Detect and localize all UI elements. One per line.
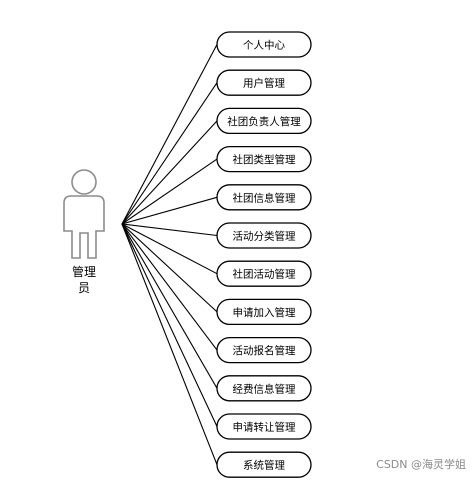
actor-name-line2: 员 [78, 281, 90, 295]
use-case-oval [216, 413, 312, 440]
use-case: 社团活动管理 [216, 260, 312, 287]
association-line [121, 223, 218, 465]
watermark: CSDN @海灵学姐 [376, 458, 466, 471]
use-case: 经费信息管理 [216, 375, 312, 402]
actor-head [71, 169, 97, 195]
association-line [121, 196, 218, 225]
use-case-label: 用户管理 [243, 77, 285, 90]
association-line [121, 44, 218, 225]
use-case: 申请转让管理 [216, 413, 312, 440]
use-case-label: 社团类型管理 [233, 153, 296, 166]
use-case: 申请加入管理 [216, 298, 312, 326]
actor-name-line1: 管理 [72, 264, 96, 279]
use-case-oval [216, 222, 312, 249]
actor: 管理 员 [63, 169, 105, 295]
association-line [121, 82, 218, 225]
association-line [121, 158, 218, 225]
use-case-label: 活动分类管理 [233, 230, 296, 243]
use-case-label: 社团信息管理 [233, 191, 296, 204]
use-case-oval [216, 145, 312, 173]
actor-body [63, 195, 105, 259]
use-case-oval [216, 451, 312, 478]
association-lines [121, 44, 218, 465]
use-case-oval [216, 69, 312, 96]
use-case-oval [216, 336, 312, 364]
association-line [121, 223, 218, 237]
association-line [121, 223, 218, 389]
use-case-label: 社团活动管理 [233, 268, 296, 281]
use-case: 社团类型管理 [216, 145, 312, 173]
use-case-label: 活动报名管理 [233, 344, 296, 357]
association-line [121, 223, 218, 275]
use-case-label: 系统管理 [243, 459, 285, 472]
use-case-label: 个人中心 [243, 39, 285, 52]
use-case-label: 申请转让管理 [233, 421, 296, 434]
person-icon [63, 169, 105, 259]
use-case-oval [216, 298, 312, 326]
use-case: 社团信息管理 [216, 184, 312, 211]
use-case: 系统管理 [216, 451, 312, 478]
association-line [121, 223, 218, 427]
association-line [121, 223, 218, 351]
use-case-label: 社团负责人管理 [227, 115, 301, 128]
use-case-oval [216, 375, 312, 402]
association-line [121, 120, 218, 225]
association-line [121, 223, 218, 313]
use-case-label: 申请加入管理 [233, 306, 296, 319]
use-case-list: 个人中心用户管理社团负责人管理社团类型管理社团信息管理活动分类管理社团活动管理申… [216, 31, 312, 478]
use-case: 个人中心 [216, 31, 312, 58]
use-case: 活动分类管理 [216, 222, 312, 249]
use-case: 用户管理 [216, 69, 312, 96]
use-case-oval [216, 31, 312, 58]
use-case: 社团负责人管理 [216, 107, 312, 135]
use-case-label: 经费信息管理 [233, 382, 296, 395]
use-case-oval [216, 260, 312, 287]
use-case-oval [216, 107, 312, 135]
use-case: 活动报名管理 [216, 336, 312, 364]
use-case-oval [216, 184, 312, 211]
